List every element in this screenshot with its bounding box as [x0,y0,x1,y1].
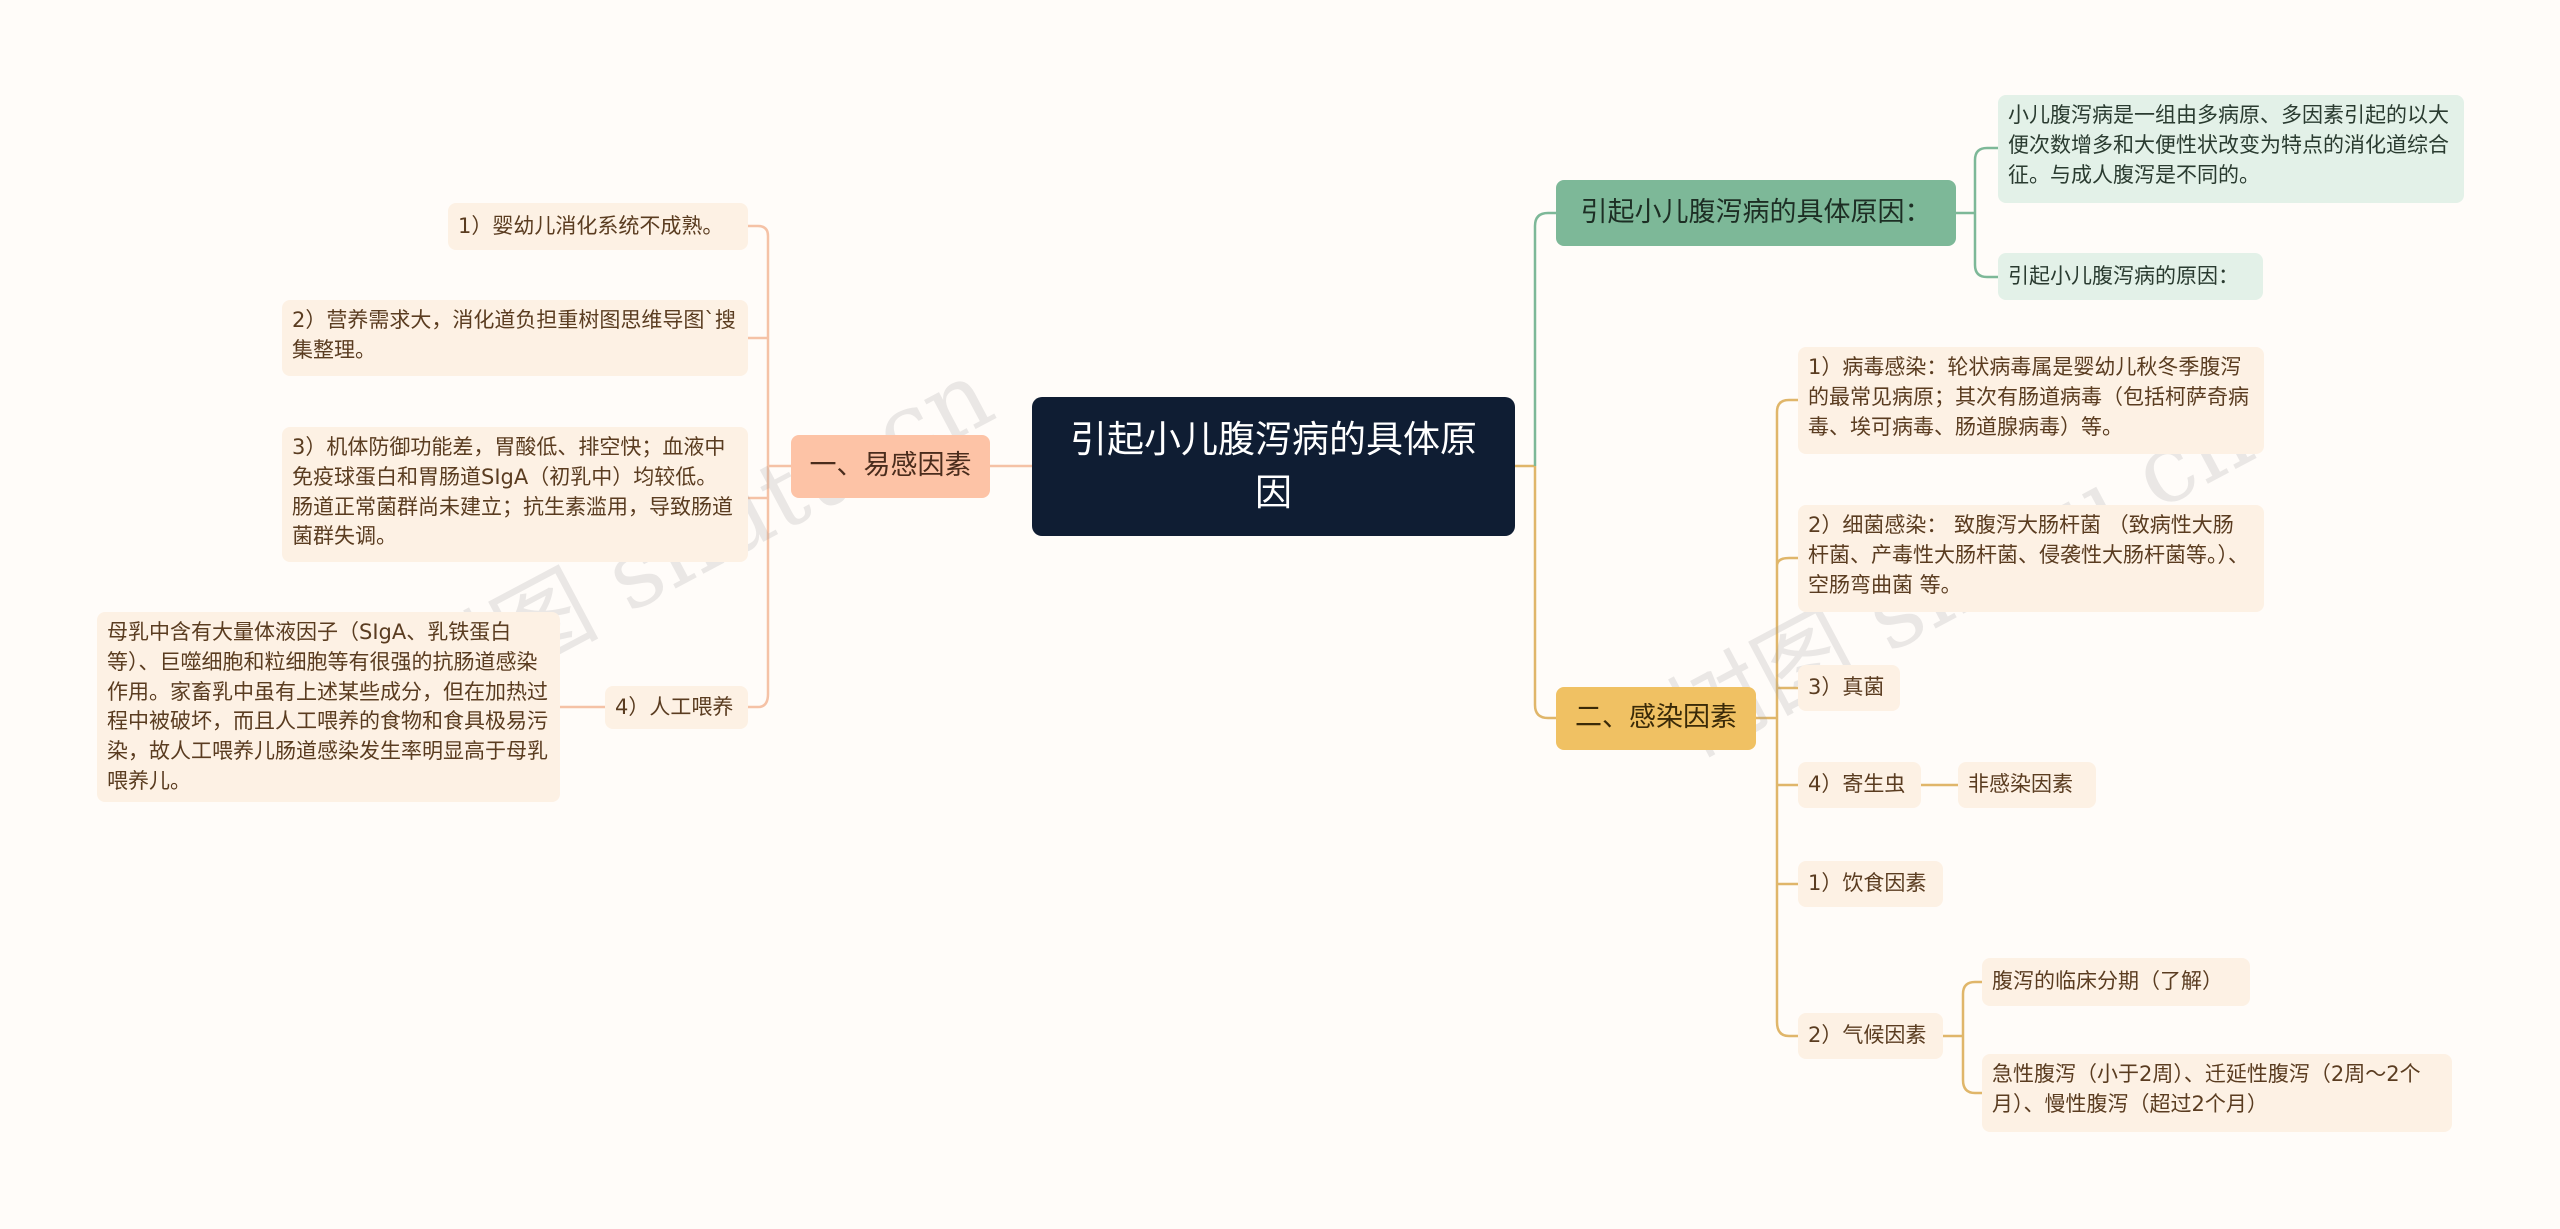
leaf-parasite[interactable]: 4）寄生虫 [1798,762,1921,808]
leaf-digestive-immature[interactable]: 1）婴幼儿消化系统不成熟。 [448,203,748,250]
leaf-virus-infection[interactable]: 1）病毒感染：轮状病毒属是婴幼儿秋冬季腹泻的最常见病原；其次有肠道病毒（包括柯萨… [1798,347,2264,454]
root-topic[interactable]: 引起小儿腹泻病的具体原因 [1032,397,1515,536]
leaf-breast-milk-factors[interactable]: 母乳中含有大量体液因子（SIgA、乳铁蛋白等）、巨噬细胞和粒细胞等有很强的抗肠道… [97,612,560,802]
leaf-nutrition-burden[interactable]: 2）营养需求大，消化道负担重树图思维导图`搜集整理。 [282,300,748,376]
leaf-defense-weak[interactable]: 3）机体防御功能差，胃酸低、排空快；血液中免疫球蛋白和胃肠道SIgA（初乳中）均… [282,427,748,562]
link-yellow-items [1756,398,1798,1038]
leaf-diet[interactable]: 1）饮食因素 [1798,861,1943,907]
link-climate-children [1943,980,1982,1095]
leaf-artificial-feeding[interactable]: 4）人工喂养 [605,686,748,729]
branch-infection[interactable]: 二、感染因素 [1556,687,1756,750]
leaf-climate[interactable]: 2）气候因素 [1798,1013,1943,1059]
link-left-items [748,224,791,709]
leaf-causes-heading[interactable]: 引起小儿腹泻病的原因： [1998,253,2263,300]
leaf-definition[interactable]: 小儿腹泻病是一组由多病原、多因素引起的以大便次数增多和大便性状改变为特点的消化道… [1998,95,2464,203]
leaf-fungi[interactable]: 3）真菌 [1798,665,1900,711]
link-green-items [1956,146,1998,279]
leaf-non-infectious[interactable]: 非感染因素 [1958,762,2096,808]
link-root-right-top [1533,211,1556,466]
leaf-clinical-stages[interactable]: 腹泻的临床分期（了解） [1982,958,2250,1006]
branch-susceptibility[interactable]: 一、易感因素 [791,435,990,498]
branch-specific-causes[interactable]: 引起小儿腹泻病的具体原因： [1556,180,1956,246]
link-root-right-bottom [1533,466,1556,720]
leaf-diarrhea-durations[interactable]: 急性腹泻（小于2周）、迁延性腹泻（2周～2个月）、慢性腹泻（超过2个月） [1982,1054,2452,1132]
leaf-bacterial-infection[interactable]: 2）细菌感染： 致腹泻大肠杆菌 （致病性大肠杆菌、产毒性大肠杆菌、侵袭性大肠杆菌… [1798,505,2264,612]
